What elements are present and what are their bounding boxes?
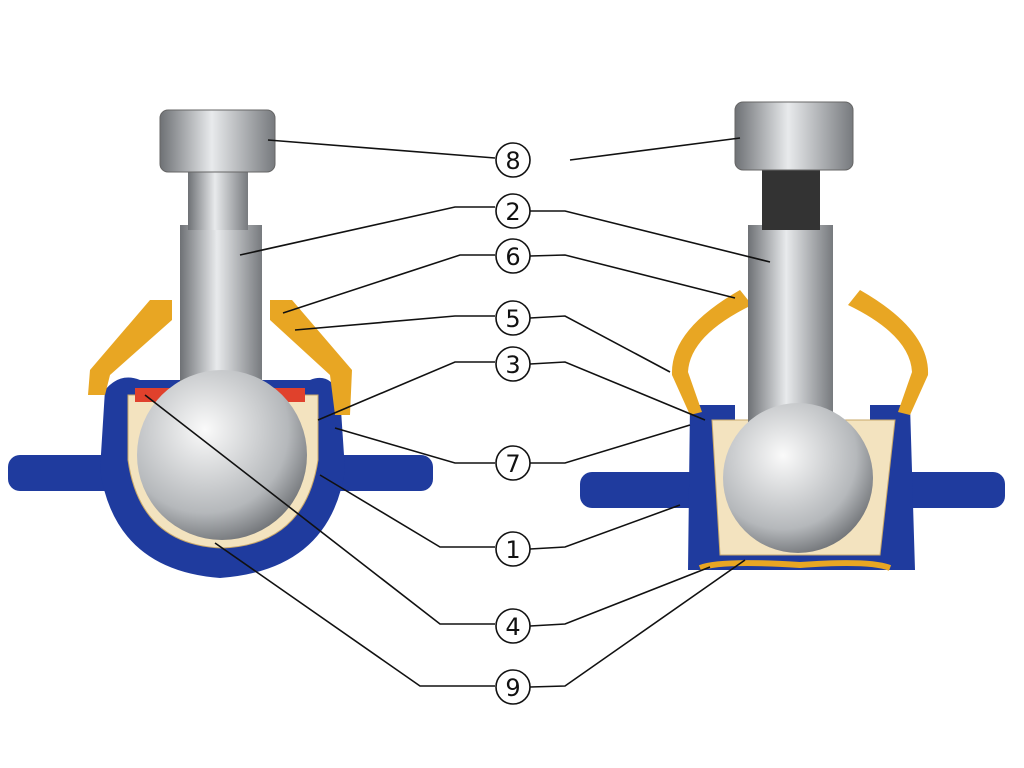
- callout-4: 4: [495, 608, 531, 644]
- svg-text:9: 9: [505, 674, 520, 702]
- svg-text:8: 8: [505, 147, 520, 175]
- callout-5: 5: [495, 300, 531, 336]
- left-thread: [188, 165, 248, 230]
- callout-2: 2: [495, 193, 531, 229]
- callout-3: 3: [495, 346, 531, 382]
- callout-7: 7: [495, 445, 531, 481]
- callout-6: 6: [495, 238, 531, 274]
- svg-text:2: 2: [505, 198, 520, 226]
- right-ball-joint: [580, 101, 1005, 571]
- left-stud: [180, 225, 262, 395]
- left-boot: [88, 300, 352, 415]
- svg-text:5: 5: [505, 305, 520, 333]
- right-thread: [762, 165, 820, 230]
- right-nut: [734, 101, 854, 171]
- right-boot: [671, 290, 929, 415]
- svg-text:6: 6: [505, 243, 520, 271]
- svg-text:4: 4: [505, 613, 520, 641]
- callout-1: 1: [495, 531, 531, 567]
- right-ball: [723, 403, 873, 553]
- left-ball-joint: [8, 109, 433, 578]
- callout-8: 8: [495, 142, 531, 178]
- callout-9: 9: [495, 669, 531, 705]
- svg-text:7: 7: [505, 450, 520, 478]
- right-bottom-plate: [698, 560, 892, 571]
- right-stud: [748, 225, 833, 425]
- leader-lines: [144, 137, 771, 688]
- svg-text:1: 1: [505, 536, 520, 564]
- svg-text:3: 3: [505, 351, 520, 379]
- left-nut: [159, 109, 276, 173]
